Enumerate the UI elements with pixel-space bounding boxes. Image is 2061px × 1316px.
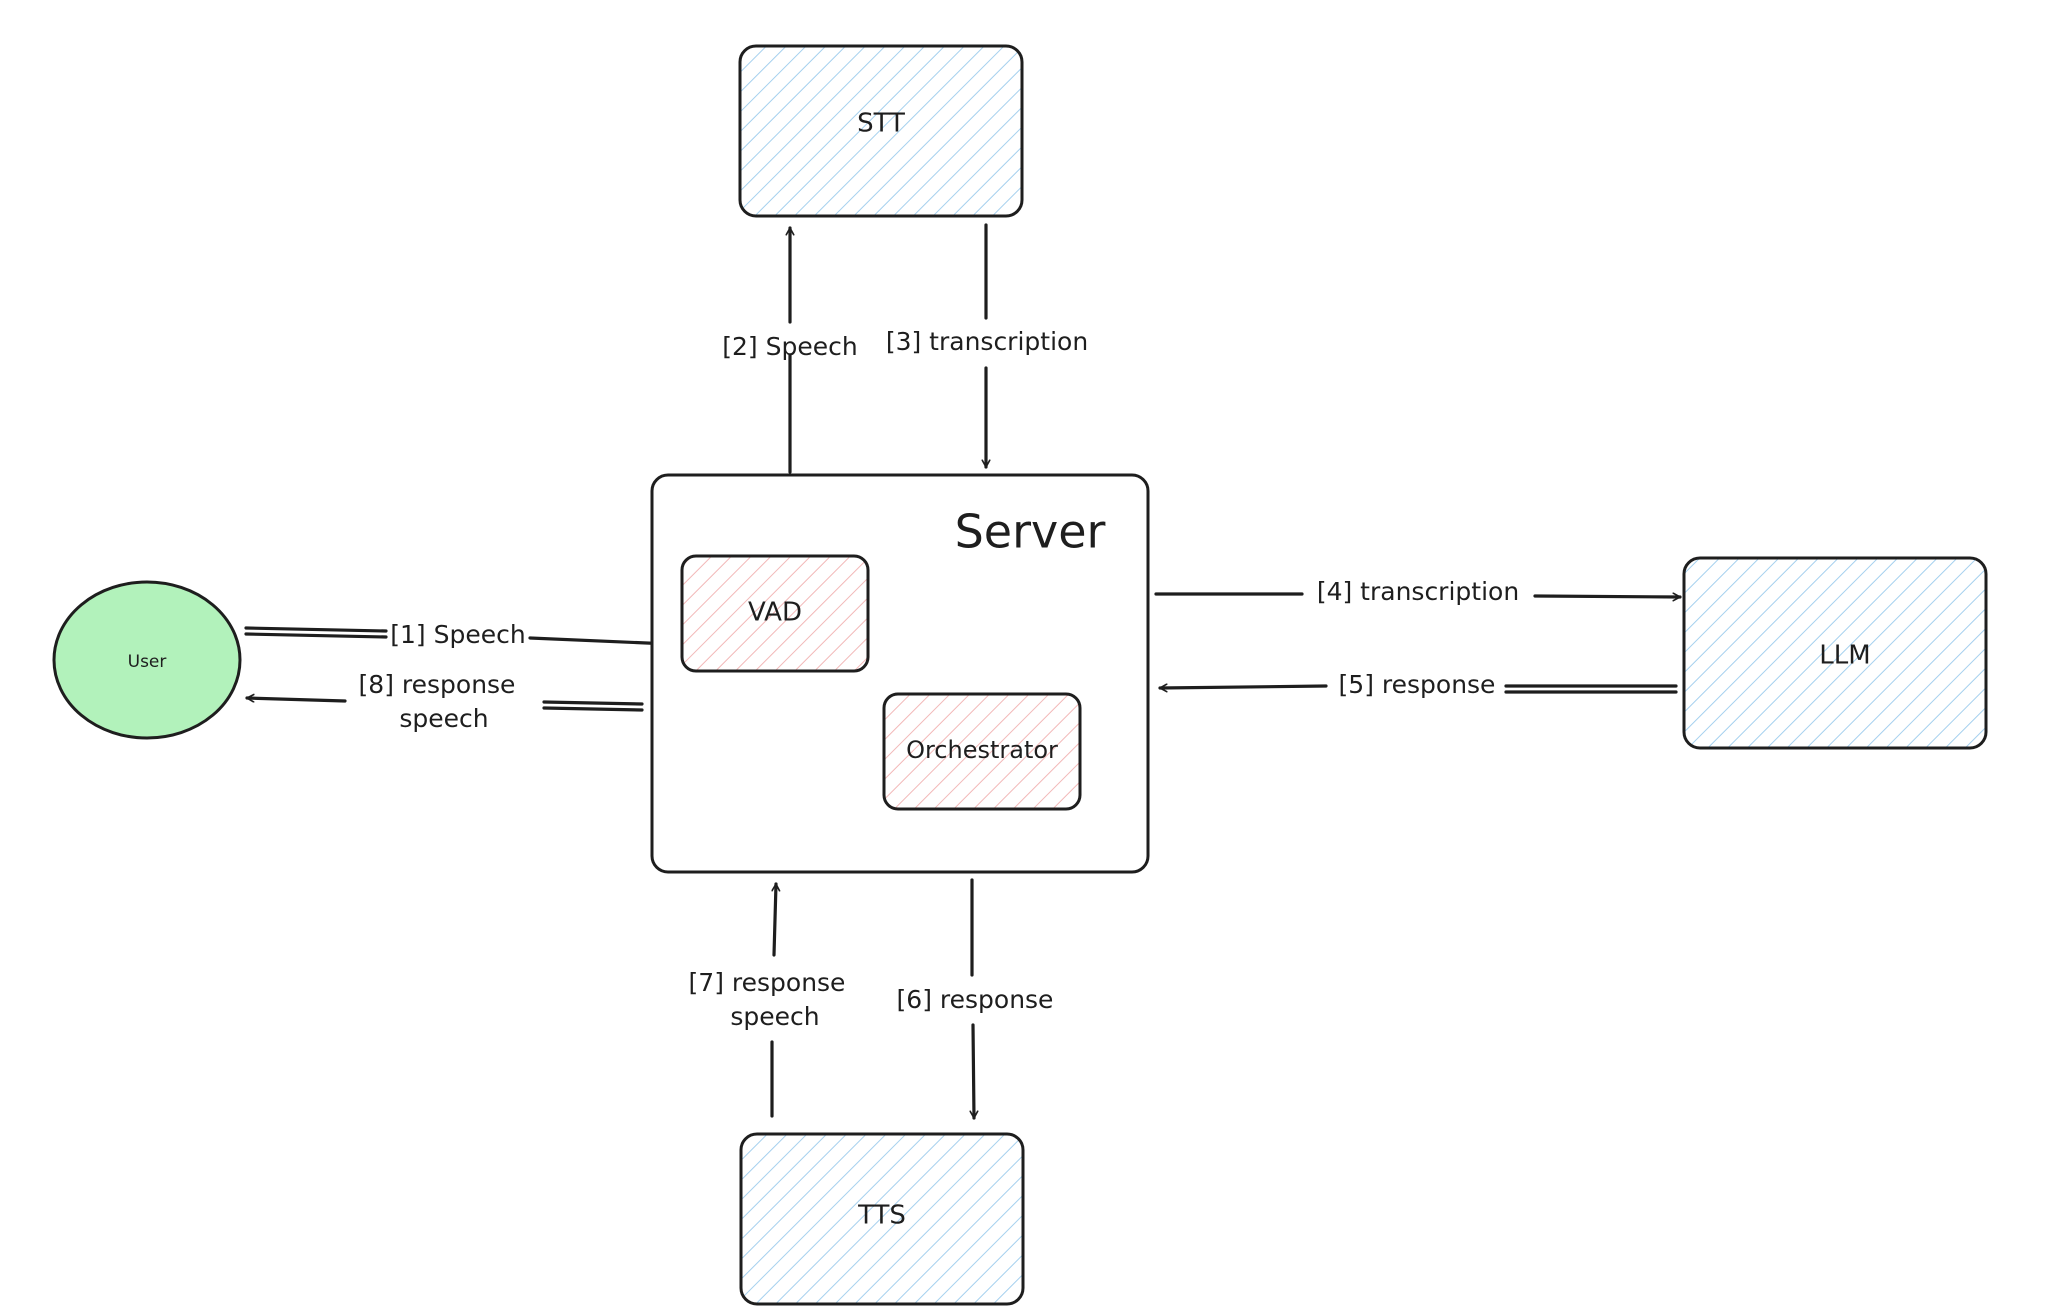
edge-label-3: [3] transcription <box>886 327 1088 356</box>
llm-label: LLM <box>1819 641 1870 671</box>
edge-label-8-line2: speech <box>399 704 488 733</box>
user-label: User <box>128 652 167 672</box>
stt-node: STT <box>738 44 1024 218</box>
vad-label: VAD <box>748 598 802 628</box>
edge-label-5: [5] response <box>1339 670 1496 699</box>
server-node: Server VAD Orchestrator <box>650 473 1150 874</box>
edge-label-8-line1: [8] response <box>359 670 516 699</box>
edge-label-2: [2] Speech <box>722 332 857 361</box>
orchestrator-node: Orchestrator <box>882 692 1082 811</box>
edge-line-4b-arrow <box>1533 596 1682 597</box>
edge-line-7b-arrow <box>774 882 776 957</box>
tts-label: TTS <box>857 1201 906 1231</box>
vad-node: VAD <box>680 554 870 673</box>
edge-label-4: [4] transcription <box>1317 577 1519 606</box>
edge-line-5b-arrow <box>1158 686 1328 688</box>
orchestrator-label: Orchestrator <box>906 736 1058 764</box>
edge-line-8a <box>542 700 644 706</box>
edge-line-8b-arrow <box>245 698 347 701</box>
user-node: User <box>52 580 242 740</box>
edge-line-1a-double <box>244 632 388 639</box>
edge-label-7-line2: speech <box>730 1002 819 1031</box>
edge-label-6: [6] response <box>897 985 1054 1014</box>
llm-node: LLM <box>1682 556 1988 750</box>
edge-label-1: [1] Speech <box>390 620 525 649</box>
edge-line-1a <box>244 626 388 633</box>
server-label: Server <box>955 505 1106 559</box>
stt-label: STT <box>857 109 905 139</box>
tts-node: TTS <box>739 1132 1025 1306</box>
edge-label-7-line1: [7] response <box>689 968 846 997</box>
edge-line-6b-arrow <box>973 1023 974 1120</box>
edge-line-1b-arrow <box>528 636 672 644</box>
edge-line-8a-double <box>542 706 644 712</box>
